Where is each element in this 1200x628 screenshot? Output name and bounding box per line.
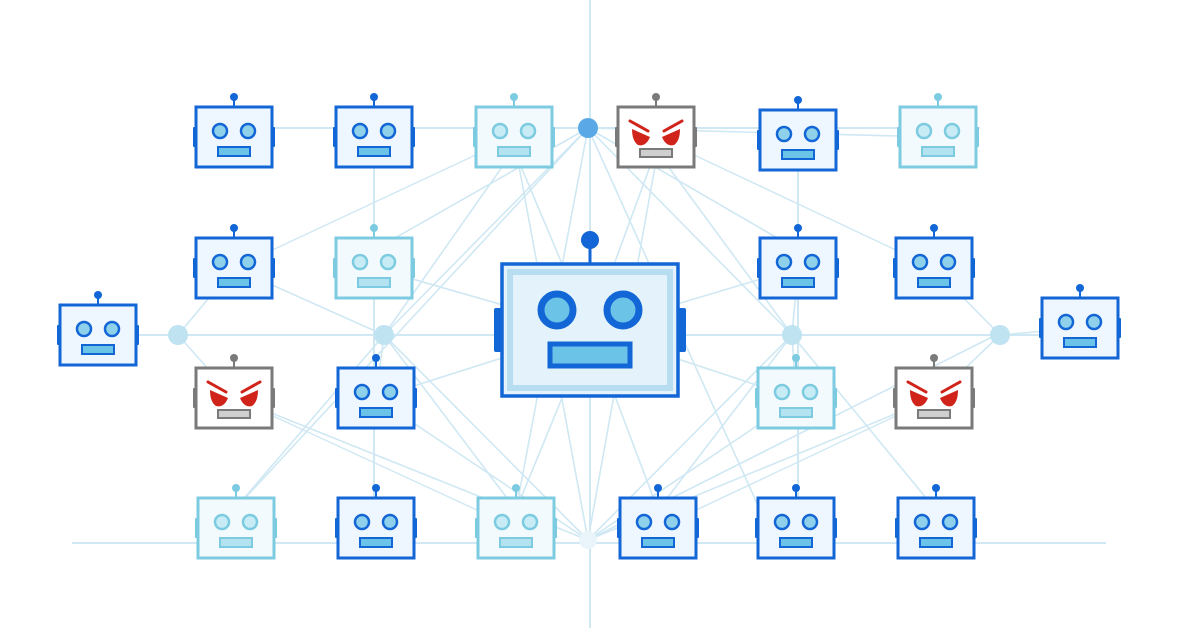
robot-icon: [335, 354, 417, 430]
connection-line: [233, 127, 589, 511]
connection-line: [233, 397, 517, 529]
robot-icon: [893, 224, 975, 300]
connection-line: [657, 334, 793, 511]
robot-icon: [333, 224, 415, 300]
robot-icon: [193, 93, 275, 169]
network-node-icon: [782, 325, 802, 345]
connection-line: [655, 149, 793, 336]
robot-icon: [1039, 284, 1121, 360]
connection-line: [383, 149, 515, 336]
robot-icon: [473, 93, 555, 169]
robot-icon: [757, 96, 839, 172]
angry-robot-icon: [615, 93, 697, 169]
connection-line: [791, 334, 937, 511]
central-robot-icon: [494, 231, 686, 398]
robot-icon: [617, 484, 699, 560]
connection-line: [657, 397, 935, 529]
robot-icon: [57, 291, 139, 367]
robot-icon: [195, 484, 277, 560]
connection-line: [383, 334, 517, 511]
network-node-icon: [374, 325, 394, 345]
robot-icon: [757, 224, 839, 300]
robot-icon: [897, 93, 979, 169]
connection-line: [233, 136, 515, 269]
angry-robot-icon: [893, 354, 975, 430]
angry-robot-icon: [193, 354, 275, 430]
robot-icon: [193, 224, 275, 300]
connection-line: [655, 136, 935, 269]
network-node-icon: [990, 325, 1010, 345]
robot-icon: [335, 484, 417, 560]
robots: [57, 93, 1121, 560]
robot-icon: [895, 484, 977, 560]
network-node-icon: [168, 325, 188, 345]
robot-icon: [475, 484, 557, 560]
connection-line: [383, 127, 589, 336]
network-node-icon: [578, 118, 598, 138]
network-node-icon: [579, 531, 597, 549]
connection-line: [233, 334, 385, 511]
network-hubs: [168, 118, 1010, 549]
robot-icon: [755, 354, 837, 430]
robot-icon: [755, 484, 837, 560]
robot-icon: [333, 93, 415, 169]
